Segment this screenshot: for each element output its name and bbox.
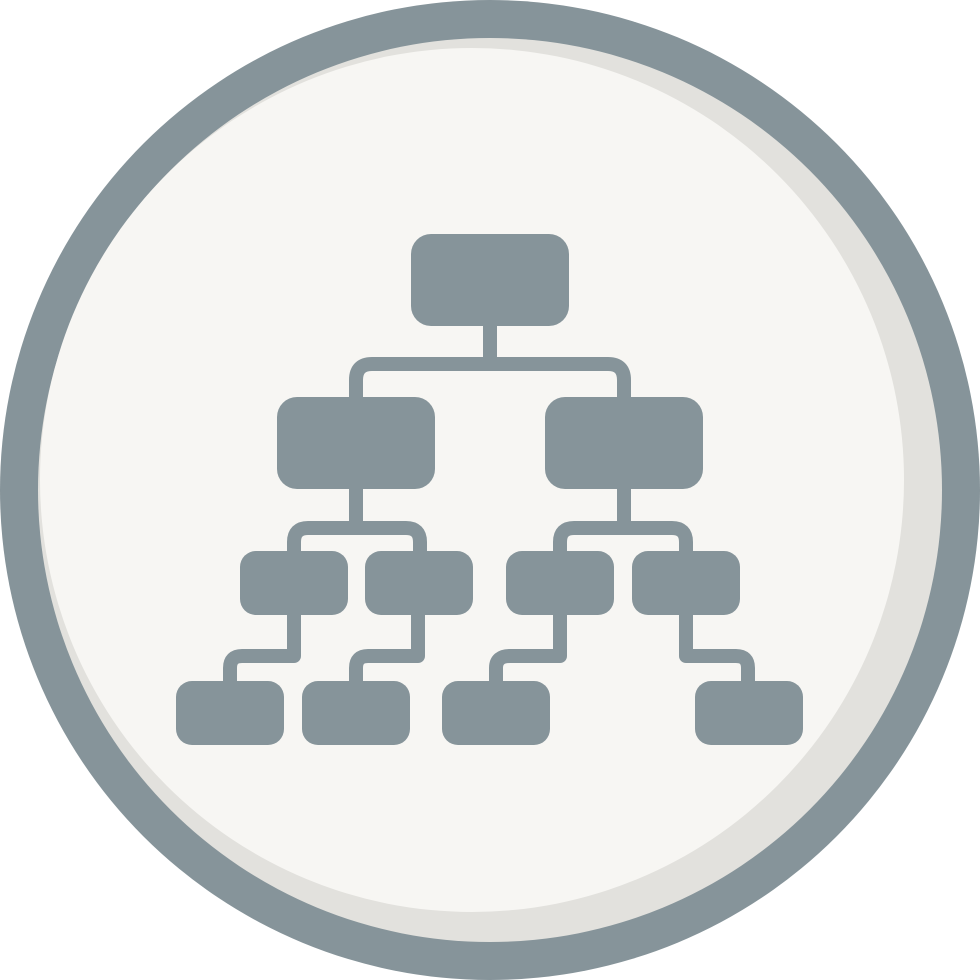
inner-face-fill <box>40 48 904 912</box>
node-level3-4 <box>632 551 740 615</box>
connector-right-branch <box>553 479 693 561</box>
node-level4-4 <box>695 681 803 745</box>
node-level3-1 <box>240 551 348 615</box>
connector-leaf-3 <box>489 605 567 691</box>
connector-leaf-1 <box>223 605 301 691</box>
connector-leaf-2 <box>349 605 425 691</box>
node-level3-2 <box>365 551 473 615</box>
node-level4-3 <box>442 681 550 745</box>
connector-root <box>349 315 631 407</box>
connector-left-branch <box>287 479 427 561</box>
node-level4-1 <box>176 681 284 745</box>
connector-leaf-4 <box>679 605 755 691</box>
tree-nodes <box>176 234 803 745</box>
node-level3-3 <box>506 551 614 615</box>
node-level2-right <box>545 397 703 489</box>
node-level2-left <box>277 397 435 489</box>
inner-face <box>38 38 942 942</box>
node-root <box>411 234 569 326</box>
tree-connectors <box>223 315 755 691</box>
node-level4-2 <box>302 681 410 745</box>
